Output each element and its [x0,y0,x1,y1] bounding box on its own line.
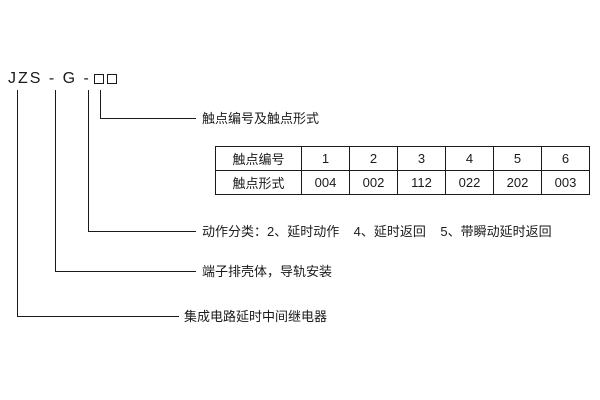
table-cell: 4 [445,146,494,171]
table-cell: 202 [493,170,542,195]
table-cell: 3 [397,146,446,171]
model-code-text: JZS - G - [8,70,91,87]
table-row-contact-number: 触点编号 1 2 3 4 5 6 [215,146,590,171]
leader-hline-contact [100,118,196,119]
leader-hline-housing [55,271,196,272]
callout-housing-label: 端子排壳体，导轨安装 [202,264,333,279]
model-code: JZS - G - [8,71,117,87]
callout-action-label: 动作分类：2、延时动作 4、延时返回 5、带瞬动延时返回 [202,224,552,239]
leader-vline-housing [55,90,56,271]
table-cell: 002 [349,170,398,195]
placeholder-box-1 [93,74,104,84]
callout-contact-label: 触点编号及触点形式 [202,111,320,126]
leader-hline-action [88,231,196,232]
table-cell: 5 [493,146,542,171]
placeholder-box-2 [106,74,117,84]
table-cell: 112 [397,170,446,195]
table-row-contact-form: 触点形式 004 002 112 022 202 003 [215,170,590,195]
table-cell: 2 [349,146,398,171]
table-cell: 6 [541,146,590,171]
leader-hline-product [17,316,179,317]
table-cell: 1 [301,146,350,171]
leader-vline-action [88,90,89,231]
table-cell: 003 [541,170,590,195]
leader-vline-product [17,90,18,316]
callout-product-label: 集成电路延时中间继电器 [184,309,328,324]
row-header-contact-number: 触点编号 [215,146,302,171]
table-cell: 022 [445,170,494,195]
row-header-contact-form: 触点形式 [215,170,302,195]
contact-table: 触点编号 1 2 3 4 5 6 触点形式 004 002 112 022 20… [215,146,590,195]
table-cell: 004 [301,170,350,195]
leader-vline-contact [100,90,101,118]
